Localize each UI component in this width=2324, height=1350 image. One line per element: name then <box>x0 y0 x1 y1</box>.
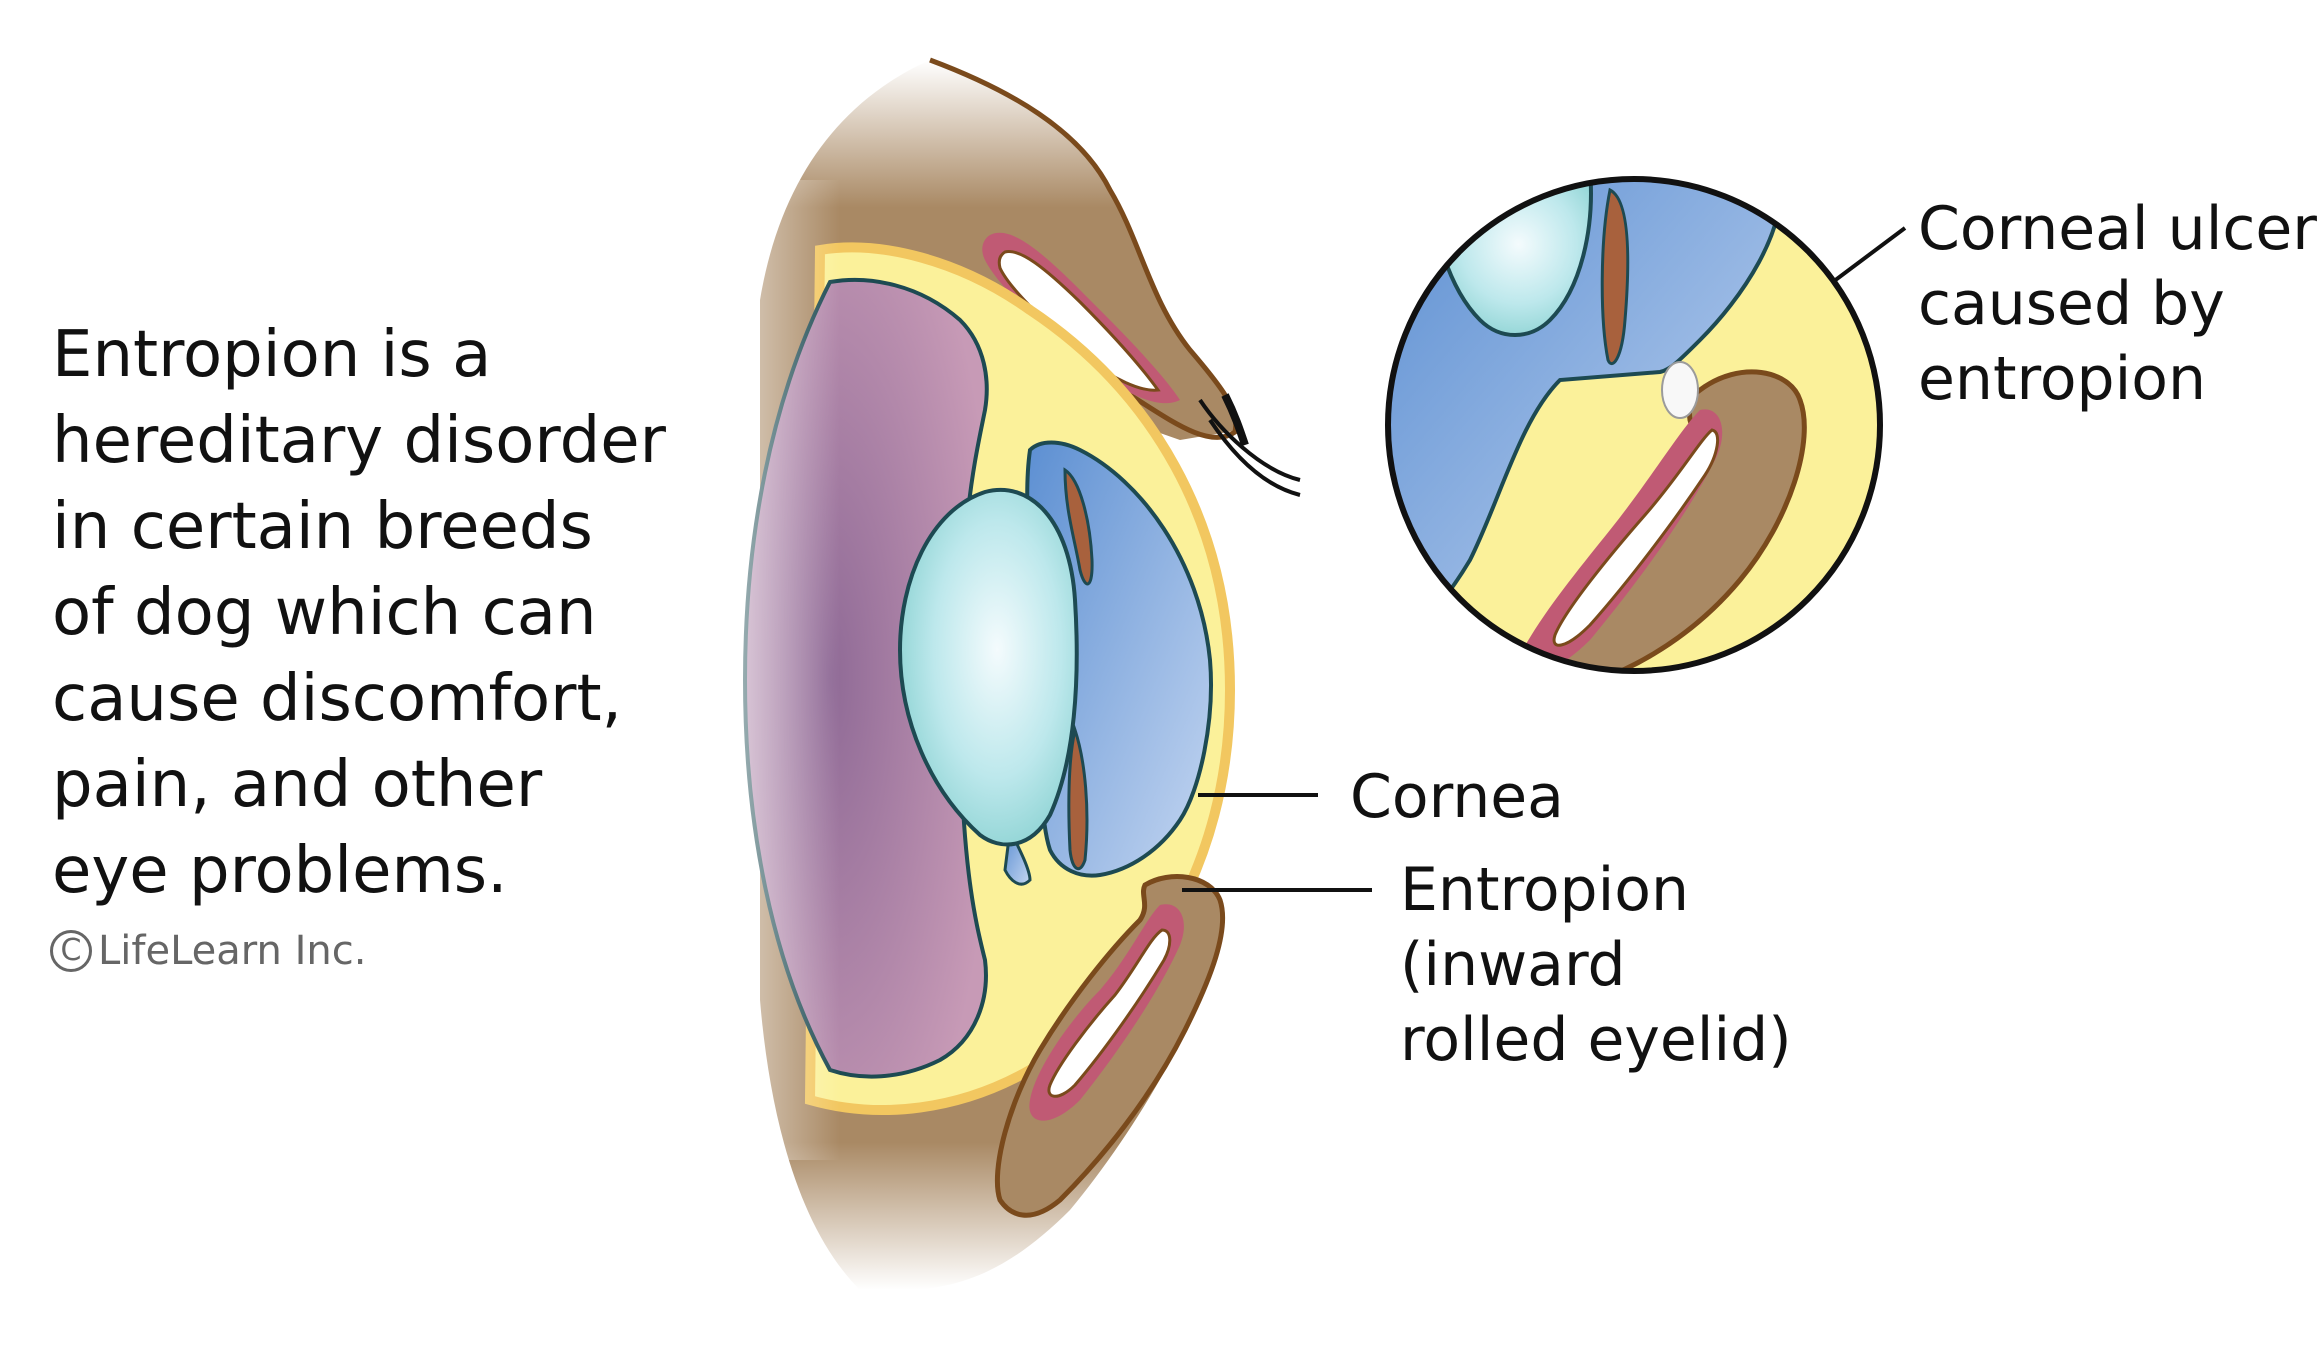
lower-fornix-space <box>1047 928 1172 1098</box>
description-line: hereditary disorder <box>52 404 666 478</box>
description-line: of dog which can <box>52 576 597 650</box>
left-fade <box>660 180 840 1160</box>
upper-fornix-space <box>997 250 1161 392</box>
copyright-notice: C LifeLearn Inc. <box>50 928 366 974</box>
description-line: in certain breeds <box>52 490 593 564</box>
zoom-ciliary <box>1600 187 1630 366</box>
cornea-label: Cornea <box>1350 762 1564 832</box>
entropion-label: Entropion (inward rolled eyelid) <box>1400 853 1792 1078</box>
ciliary-upper <box>1063 467 1094 586</box>
description-line: Entropion is a <box>52 318 492 392</box>
ciliary-lower <box>1067 724 1089 871</box>
entropion-label-line: Entropion <box>1400 855 1690 925</box>
entropion-label-line: (inward <box>1400 930 1626 1000</box>
description-line: eye problems. <box>52 834 508 908</box>
lens <box>897 488 1079 847</box>
copyright-icon: C <box>50 930 92 972</box>
zoom-inset <box>1388 179 1880 671</box>
upper-lid-outline <box>929 57 1239 440</box>
ulcer-label-line: Corneal ulcer <box>1918 194 2317 264</box>
copyright-text: LifeLearn Inc. <box>98 928 367 974</box>
eyelash-3 <box>1221 393 1249 447</box>
description-text: Entropion is a hereditary disorder in ce… <box>52 312 702 914</box>
ulcer-label-line: caused by <box>1918 269 2225 339</box>
corneal-ulcer-label: Corneal ulcer caused by entropion <box>1918 192 2317 417</box>
description-line: pain, and other <box>52 748 543 822</box>
description-line: cause discomfort, <box>52 662 622 736</box>
zoom-circle-border <box>1385 176 1883 674</box>
entropion-label-line: rolled eyelid) <box>1400 1005 1792 1075</box>
ulcer-label-line: entropion <box>1918 344 2207 414</box>
eyelash-2 <box>1208 418 1301 497</box>
zoom-fornix <box>1552 428 1720 647</box>
eyelash-1 <box>1198 398 1301 482</box>
corneal-ulcer-spot <box>1661 361 1699 419</box>
